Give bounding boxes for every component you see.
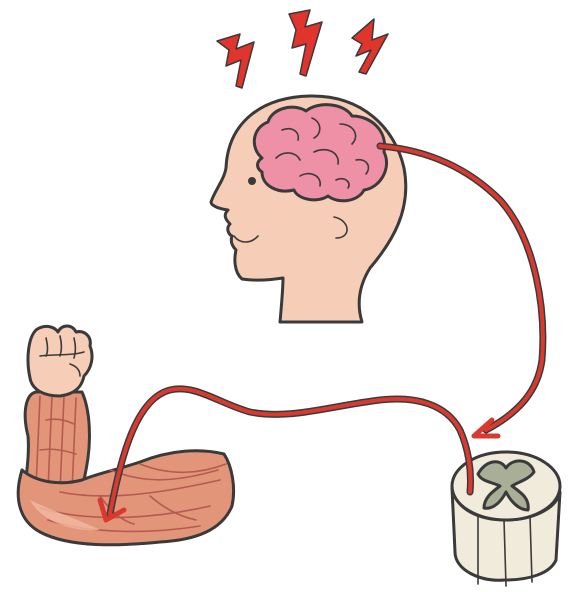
lightning-bolt-icon (352, 19, 388, 74)
eye (248, 177, 256, 185)
lightning-bolt-icon (217, 34, 254, 88)
brain (254, 105, 386, 201)
arm (18, 326, 233, 545)
lightning-group (217, 10, 388, 88)
lightning-bolt-icon (289, 10, 322, 76)
